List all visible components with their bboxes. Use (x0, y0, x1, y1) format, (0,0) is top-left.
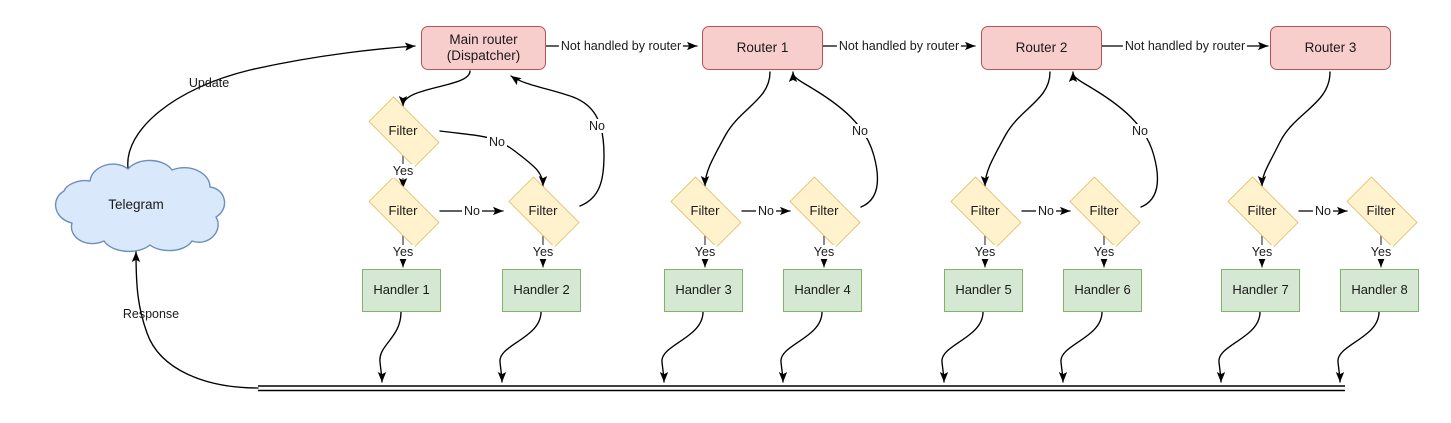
filter-a1[interactable]: Filter (358, 96, 448, 168)
edge-handler6-to-merge (1058, 311, 1103, 383)
edge-label-yes-d2: Yes (1368, 245, 1394, 259)
edge-label-no-a3: No (587, 119, 607, 133)
filter-a1-label: Filter (388, 122, 418, 138)
edge-label-yes-a2: Yes (390, 245, 416, 259)
router-2-label: Router 2 (1015, 40, 1068, 56)
edge-handler8-to-merge (1335, 311, 1380, 383)
edge-handler1-to-merge (377, 311, 402, 383)
handler-8[interactable]: Handler 8 (1340, 269, 1419, 312)
filter-b1-label: Filter (690, 202, 720, 218)
filter-d1-label: Filter (1247, 202, 1277, 218)
router-2[interactable]: Router 2 (981, 26, 1102, 70)
edge-label-no-c1: No (1036, 204, 1056, 218)
filter-c2[interactable]: Filter (1059, 176, 1149, 248)
handler-1-label: Handler 1 (373, 282, 430, 298)
edge-label-yes-a1: Yes (390, 164, 416, 178)
filter-d2-label: Filter (1366, 202, 1396, 218)
filter-c1-label: Filter (970, 202, 1000, 218)
filter-a2-label: Filter (388, 202, 418, 218)
handler-2-label: Handler 2 (513, 282, 570, 298)
filter-a3[interactable]: Filter (498, 176, 588, 248)
cloud-icon (54, 159, 226, 252)
edge-label-update: Update (188, 76, 230, 90)
edge-filterA3-no-mainrouter (510, 75, 605, 207)
filter-a3-label: Filter (528, 202, 558, 218)
main-router-label-line2: (Dispatcher) (446, 48, 521, 63)
filter-d2[interactable]: Filter (1336, 176, 1426, 248)
edge-label-no-d1: No (1313, 204, 1333, 218)
main-router-label-line1: Main router (449, 32, 518, 48)
edge-label-not-handled-1: Not handled by router (558, 39, 684, 53)
edge-handler3-to-merge (659, 311, 704, 383)
handler-3-label: Handler 3 (675, 282, 732, 298)
handler-3[interactable]: Handler 3 (664, 269, 743, 312)
edge-label-not-handled-3: Not handled by router (1122, 39, 1248, 53)
edge-label-no-a1: No (487, 135, 507, 149)
router-3[interactable]: Router 3 (1270, 26, 1391, 70)
filter-b2[interactable]: Filter (779, 176, 869, 248)
router-1-label: Router 1 (736, 40, 789, 56)
edge-label-no-b2: No (850, 124, 870, 138)
handler-5[interactable]: Handler 5 (944, 269, 1023, 312)
edge-label-not-handled-2: Not handled by router (836, 39, 962, 53)
edge-response (131, 251, 259, 389)
edge-main-to-filterA1 (398, 70, 471, 107)
edge-handler2-to-merge (497, 311, 542, 383)
filter-c1[interactable]: Filter (940, 176, 1030, 248)
edge-router2-to-filterC1 (980, 71, 1051, 187)
filter-a2[interactable]: Filter (358, 176, 448, 248)
filter-c2-label: Filter (1089, 202, 1119, 218)
edge-label-yes-a3: Yes (530, 245, 556, 259)
edge-label-no-b1: No (756, 204, 776, 218)
edge-update (127, 42, 416, 169)
handler-5-label: Handler 5 (955, 282, 1012, 298)
filter-d1[interactable]: Filter (1217, 176, 1307, 248)
edge-label-no-a2: No (462, 204, 482, 218)
edge-label-yes-b2: Yes (811, 245, 837, 259)
handler-7-label: Handler 7 (1232, 282, 1289, 298)
handler-4[interactable]: Handler 4 (783, 269, 862, 312)
merge-bar (258, 385, 1345, 392)
edge-filterB2-no-router1 (788, 71, 879, 208)
router-1[interactable]: Router 1 (702, 26, 823, 70)
handler-1[interactable]: Handler 1 (362, 269, 441, 312)
edge-label-yes-c1: Yes (972, 245, 998, 259)
handler-4-label: Handler 4 (794, 282, 851, 298)
filter-b2-label: Filter (809, 202, 839, 218)
filter-b1[interactable]: Filter (660, 176, 750, 248)
edge-handler5-to-merge (939, 311, 984, 383)
edge-handler4-to-merge (778, 311, 823, 383)
edge-label-yes-d1: Yes (1249, 245, 1275, 259)
edge-label-yes-c2: Yes (1091, 245, 1117, 259)
edge-label-yes-b1: Yes (692, 245, 718, 259)
edge-label-response: Response (122, 307, 180, 321)
handler-7[interactable]: Handler 7 (1221, 269, 1300, 312)
handler-6-label: Handler 6 (1074, 282, 1131, 298)
edge-router3-to-filterD1 (1257, 71, 1331, 187)
telegram-cloud[interactable]: Telegram (42, 155, 230, 253)
edge-router1-to-filterB1 (700, 71, 771, 187)
telegram-label: Telegram (108, 196, 164, 212)
router-3-label: Router 3 (1304, 40, 1357, 56)
edge-handler7-to-merge (1216, 311, 1261, 383)
main-router[interactable]: Main router (Dispatcher) (421, 26, 546, 70)
handler-2[interactable]: Handler 2 (502, 269, 581, 312)
edge-filterC2-no-router2 (1068, 71, 1159, 208)
handler-8-label: Handler 8 (1351, 282, 1408, 298)
edge-label-no-c2: No (1130, 124, 1150, 138)
edge-filterA1-no-filterA3 (439, 130, 548, 187)
handler-6[interactable]: Handler 6 (1063, 269, 1142, 312)
